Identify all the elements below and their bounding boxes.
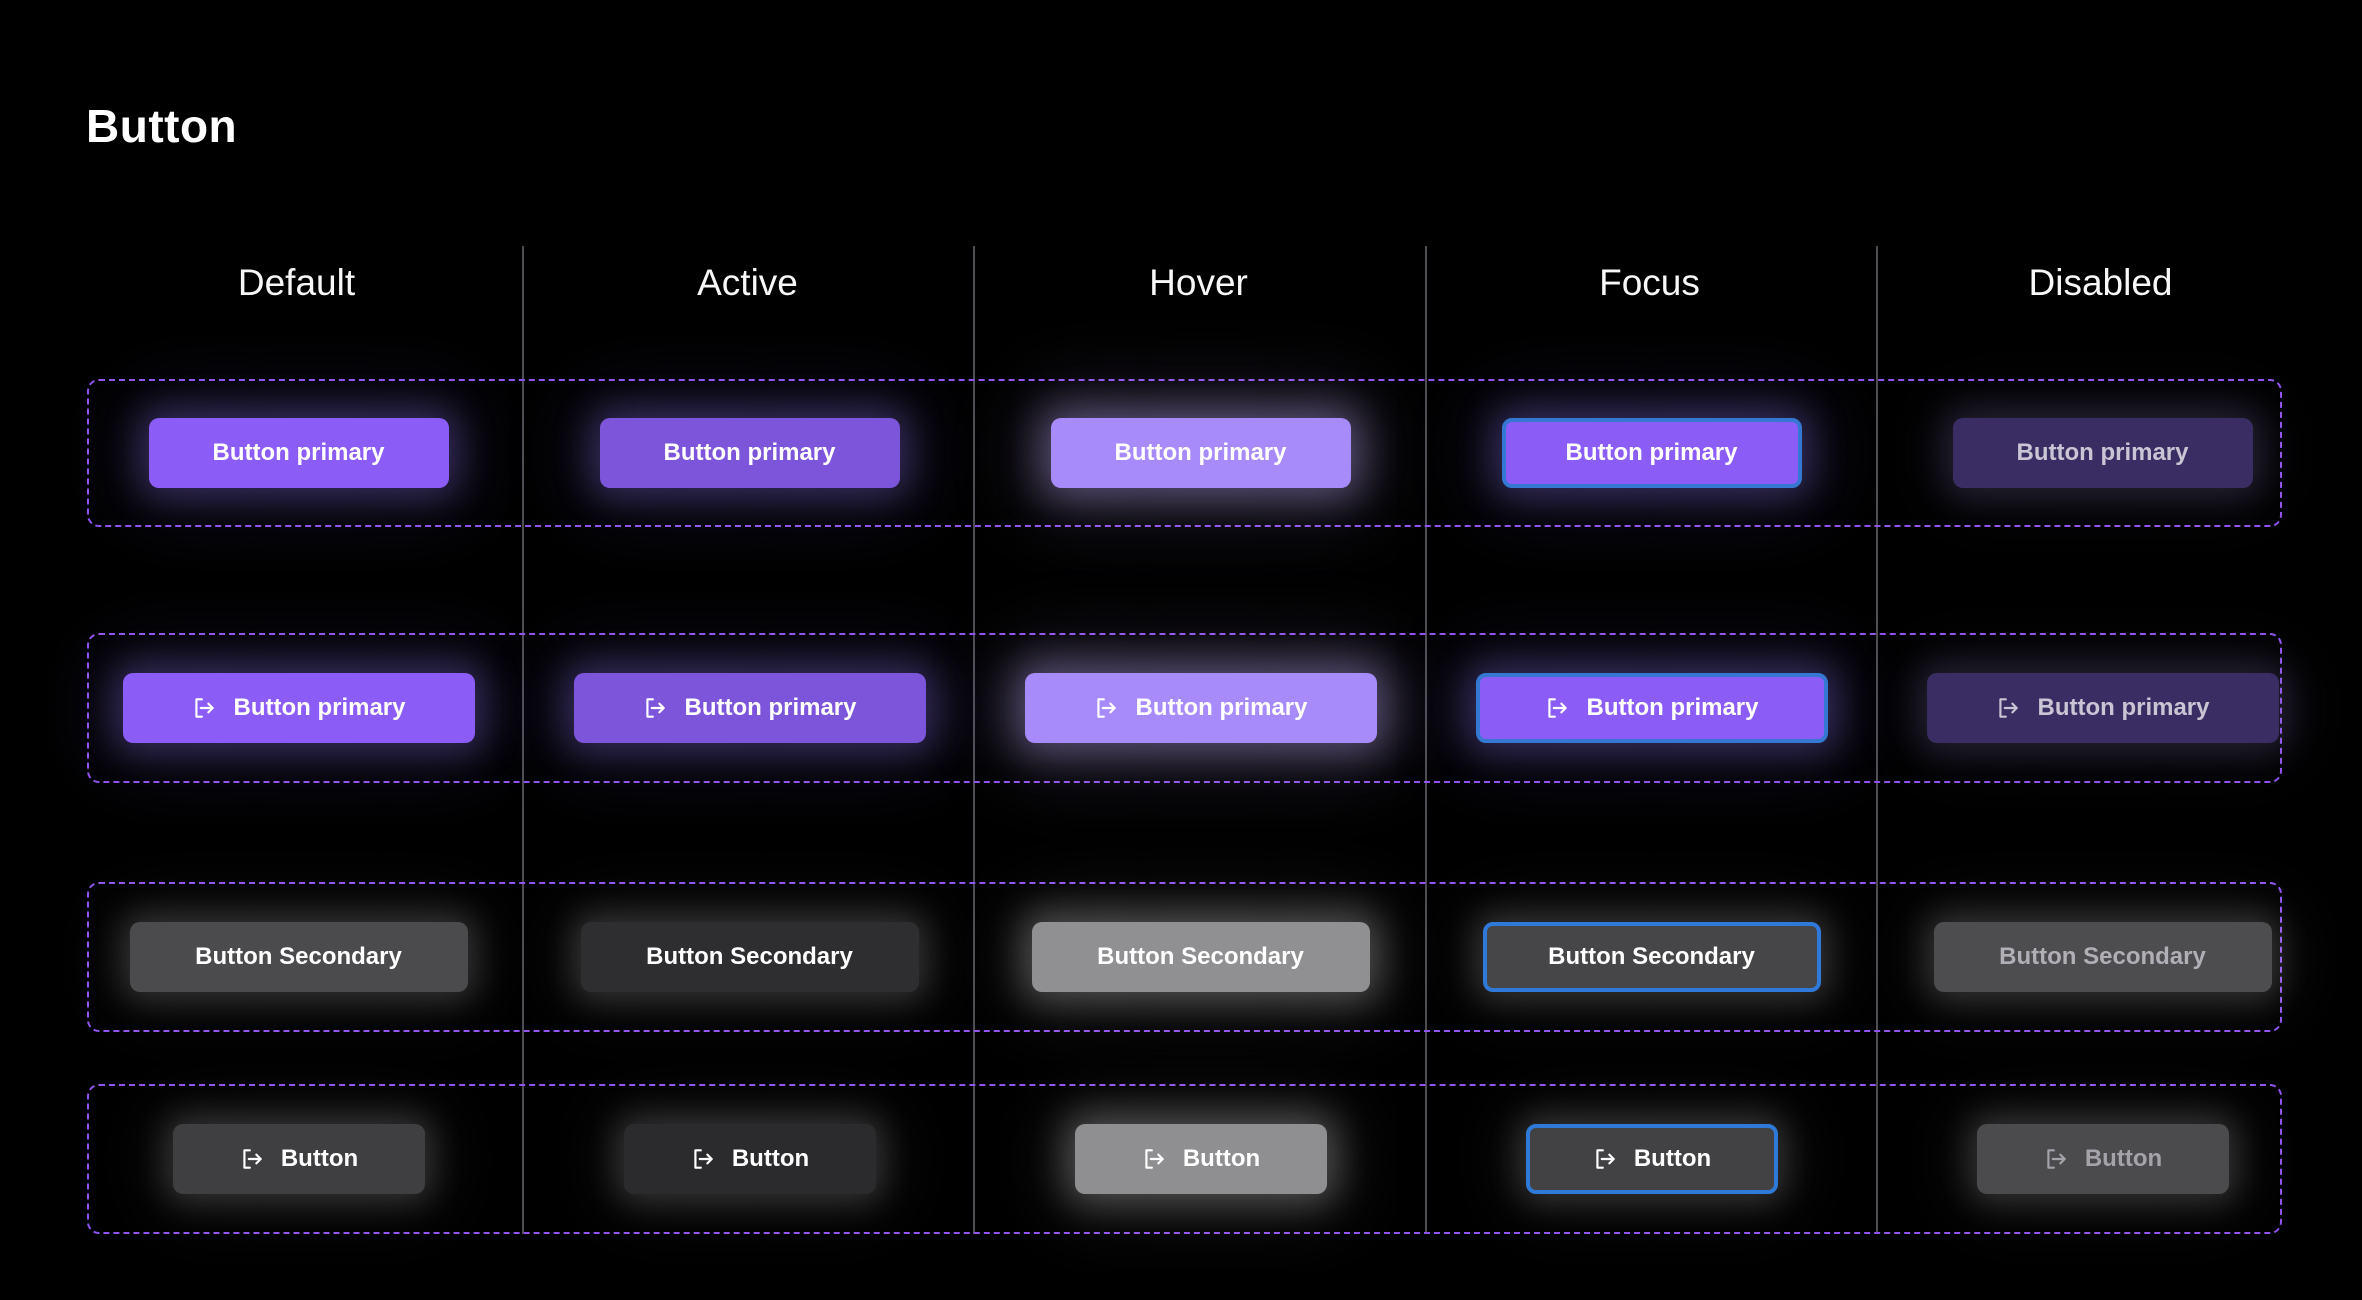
button-label: Button [2084,1145,2163,1172]
secondary-button-hover[interactable]: Button Secondary [1031,922,1370,992]
arrow-exit-icon [239,1146,265,1172]
cell-secondary-default: Button Secondary [73,884,524,1030]
secondary-button-default[interactable]: Button Secondary [129,922,468,992]
cell-primary-hover: Button primary [975,381,1426,525]
page-title: Button [86,99,238,152]
button-label: Button primary [1114,439,1287,466]
cell-secondary-disabled: Button Secondary [1877,884,2328,1030]
button-label: Button primary [1135,694,1308,721]
secondary-icon-button-hover[interactable]: Button [1074,1124,1327,1194]
column-header-hover: Hover [1149,262,1248,303]
cell-primary-icon-focus: Button primary [1426,635,1877,781]
button-label: Button primary [233,694,406,721]
button-label: Button primary [2016,439,2189,466]
arrow-exit-icon [1995,695,2021,721]
cell-secondary-icon-active: Button [524,1086,975,1232]
cell-primary-focus: Button primary [1426,381,1877,525]
primary-button-active[interactable]: Button primary [599,418,900,488]
cell-primary-disabled: Button primary [1877,381,2328,525]
row-container-button-secondary-icon: Button Button Button Button Button [87,1084,2282,1234]
arrow-exit-icon [1544,695,1570,721]
cell-secondary-active: Button Secondary [524,884,975,1030]
primary-button-default[interactable]: Button primary [148,418,449,488]
cell-secondary-icon-focus: Button [1426,1086,1877,1232]
button-label: Button [1633,1145,1712,1172]
cell-secondary-focus: Button Secondary [1426,884,1877,1030]
button-label: Button Secondary [1097,943,1304,970]
primary-icon-button-active[interactable]: Button primary [573,673,926,743]
button-label: Button primary [1565,439,1738,466]
secondary-icon-button-default[interactable]: Button [172,1124,425,1194]
button-label: Button [1182,1145,1261,1172]
cell-secondary-icon-hover: Button [975,1086,1426,1232]
cell-primary-default: Button primary [73,381,524,525]
arrow-exit-icon [191,695,217,721]
primary-button-hover[interactable]: Button primary [1050,418,1351,488]
button-label: Button primary [684,694,857,721]
primary-icon-button-default[interactable]: Button primary [122,673,475,743]
arrow-exit-icon [1141,1146,1167,1172]
secondary-button-active[interactable]: Button Secondary [580,922,919,992]
primary-button-disabled: Button primary [1952,418,2253,488]
secondary-icon-button-disabled: Button [1976,1124,2229,1194]
arrow-exit-icon [2043,1146,2069,1172]
cell-secondary-icon-disabled: Button [1877,1086,2328,1232]
cell-primary-active: Button primary [524,381,975,525]
cell-primary-icon-disabled: Button primary [1877,635,2328,781]
column-header-active: Active [697,262,798,303]
column-header-focus: Focus [1599,262,1700,303]
cell-primary-icon-active: Button primary [524,635,975,781]
arrow-exit-icon [690,1146,716,1172]
secondary-icon-button-active[interactable]: Button [623,1124,876,1194]
primary-button-focus[interactable]: Button primary [1501,418,1802,488]
arrow-exit-icon [1592,1146,1618,1172]
cell-primary-icon-default: Button primary [73,635,524,781]
secondary-button-disabled: Button Secondary [1933,922,2272,992]
column-header-default: Default [237,262,356,303]
button-label: Button [731,1145,810,1172]
button-label: Button Secondary [1548,943,1755,970]
row-container-button-secondary: Button Secondary Button Secondary Button… [87,882,2282,1032]
button-label: Button primary [2037,694,2210,721]
column-divider [1425,246,1427,1234]
cell-secondary-icon-default: Button [73,1086,524,1232]
secondary-icon-button-focus[interactable]: Button [1525,1124,1778,1194]
row-container-button-primary-icon: Button primary Button primary Button pri… [87,633,2282,783]
button-label: Button primary [1586,694,1759,721]
button-label: Button Secondary [646,943,853,970]
column-divider [522,246,524,1234]
column-header-disabled: Disabled [2028,262,2173,303]
secondary-button-focus[interactable]: Button Secondary [1482,922,1821,992]
state-column-headers: Default Active Hover Focus Disabled [71,262,2326,304]
cell-secondary-hover: Button Secondary [975,884,1426,1030]
arrow-exit-icon [642,695,668,721]
button-label: Button [280,1145,359,1172]
primary-icon-button-hover[interactable]: Button primary [1024,673,1377,743]
column-divider [1876,246,1878,1234]
row-container-button-primary: Button primary Button primary Button pri… [87,379,2282,527]
column-divider [973,246,975,1234]
button-label: Button primary [663,439,836,466]
button-label: Button primary [212,439,385,466]
button-label: Button Secondary [195,943,402,970]
button-label: Button Secondary [1999,943,2206,970]
primary-icon-button-disabled: Button primary [1926,673,2279,743]
arrow-exit-icon [1093,695,1119,721]
primary-icon-button-focus[interactable]: Button primary [1475,673,1828,743]
cell-primary-icon-hover: Button primary [975,635,1426,781]
